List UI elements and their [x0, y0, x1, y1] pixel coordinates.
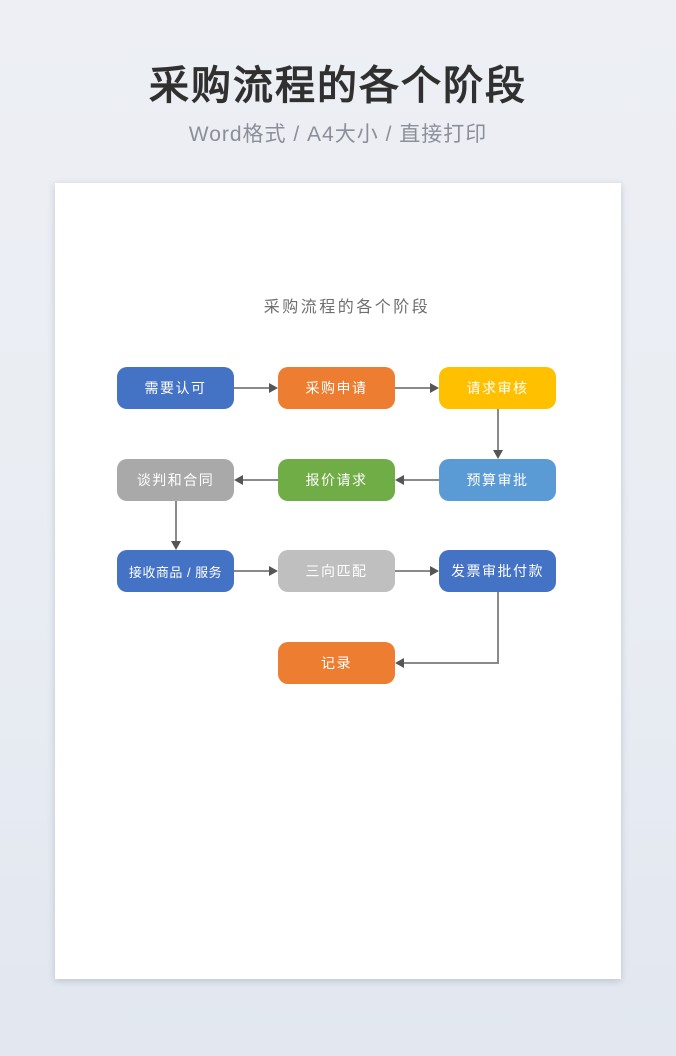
edge-budget-approval-quote-request-line [403, 479, 439, 481]
edge-budget-approval-quote-request-arrowhead-icon [395, 475, 404, 485]
flow-node-record: 记录 [278, 642, 395, 684]
flowchart-diagram: 需要认可 采购申请 请求审核预算审批 报价请求 谈判和合同接收商品 / 服务 三向匹配 发票… [55, 183, 621, 979]
flow-node-invoice-approval: 发票审批付款 [439, 550, 556, 592]
flow-node-three-way-match: 三向匹配 [278, 550, 395, 592]
flow-node-receive-goods: 接收商品 / 服务 [117, 550, 234, 592]
poster-header: 采购流程的各个阶段 Word格式 / A4大小 / 直接打印 [0, 0, 676, 148]
flow-node-budget-approval: 预算审批 [439, 459, 556, 501]
flow-node-need-approval: 需要认可 [117, 367, 234, 409]
edge-invoice-approval-record-vline [496, 592, 499, 664]
edge-quote-request-negotiation-contract-arrowhead-icon [234, 475, 243, 485]
edge-need-approval-purchase-request-arrowhead-icon [269, 383, 278, 393]
flow-node-request-review: 请求审核 [439, 367, 556, 409]
flow-node-negotiation-contract: 谈判和合同 [117, 459, 234, 501]
edge-purchase-request-request-review-line [395, 387, 431, 389]
edge-receive-goods-three-way-match-line [234, 570, 270, 572]
edge-three-way-match-invoice-approval-line [395, 570, 431, 572]
edge-receive-goods-three-way-match-arrowhead-icon [269, 566, 278, 576]
edge-request-review-budget-approval-arrowhead-icon [492, 450, 503, 459]
edge-need-approval-purchase-request-line [234, 387, 270, 389]
document-page: 采购流程的各个阶段 需要认可 采购申请 请求审核预算审批 报价请求 谈判和合同接收商品 … [55, 183, 621, 979]
flow-node-purchase-request: 采购申请 [278, 367, 395, 409]
edge-negotiation-contract-receive-goods-arrowhead-icon [170, 541, 181, 550]
edge-quote-request-negotiation-contract-line [242, 479, 278, 481]
poster-subtitle: Word格式 / A4大小 / 直接打印 [188, 123, 488, 146]
edge-invoice-approval-record-hline [403, 662, 499, 664]
poster-title: 采购流程的各个阶段 [149, 64, 527, 108]
edge-request-review-budget-approval-line [496, 409, 499, 451]
edge-invoice-approval-record-arrowhead-icon [395, 658, 404, 668]
flowchart-title: 采购流程的各个阶段 [263, 299, 431, 316]
edge-three-way-match-invoice-approval-arrowhead-icon [430, 566, 439, 576]
edge-purchase-request-request-review-arrowhead-icon [430, 383, 439, 393]
edge-negotiation-contract-receive-goods-line [174, 501, 177, 542]
flow-node-quote-request: 报价请求 [278, 459, 395, 501]
